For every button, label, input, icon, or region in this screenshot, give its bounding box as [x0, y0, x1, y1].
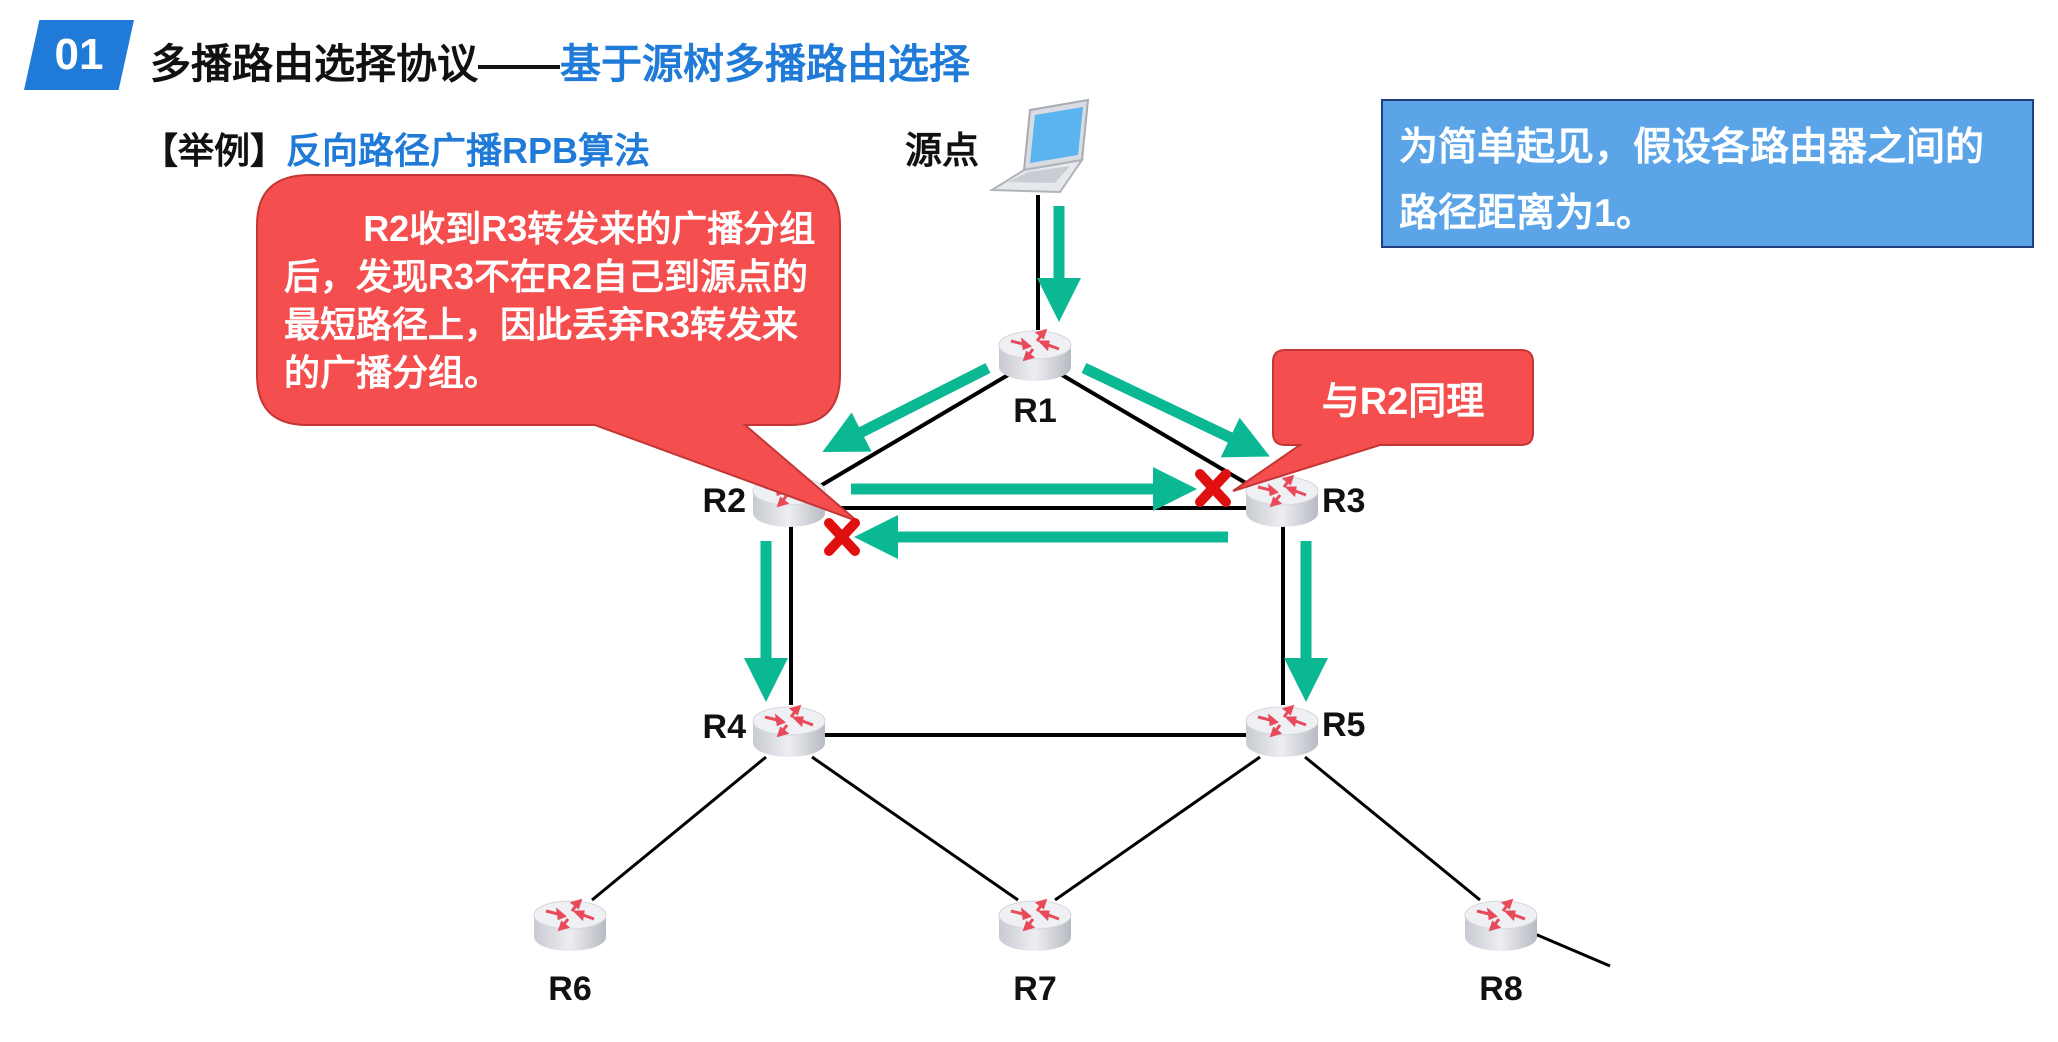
- discard-x-icon-r2: [824, 518, 860, 556]
- router-label-r8: R8: [1479, 970, 1522, 1008]
- router-label-r2: R2: [703, 482, 746, 520]
- callout-r3-bubble: [1232, 349, 1534, 492]
- arrow-r1-to-r3: [1081, 363, 1270, 458]
- laptop-icon: [988, 98, 1090, 194]
- router-label-r5: R5: [1322, 706, 1365, 744]
- link-r4-r7: [811, 755, 1019, 902]
- router-r8: [1463, 899, 1539, 953]
- discard-x-icon-r3: [1195, 469, 1231, 507]
- router-label-r6: R6: [548, 970, 591, 1008]
- router-r6: [532, 899, 608, 953]
- example-title: 反向路径广播RPB算法: [286, 130, 651, 171]
- link-r4-r6: [591, 755, 767, 902]
- source-label: 源点: [905, 130, 979, 171]
- router-label-r4: R4: [703, 708, 747, 746]
- router-label-r3: R3: [1322, 482, 1365, 520]
- example-prefix: 【举例】: [142, 130, 287, 171]
- link-r5-r7: [1054, 755, 1261, 902]
- router-label-r7: R7: [1013, 970, 1056, 1008]
- assumption-note: 为简单起见，假设各路由器之间的路径距离为1。: [1381, 99, 2034, 248]
- callout-r2-text: R2收到R3转发来的广播分组后，发现R3不在R2自己到源点的最短路径上，因此丢弃…: [284, 208, 816, 393]
- link-r1-r2: [813, 373, 1010, 491]
- arrow-r1-to-r2: [822, 363, 991, 452]
- link-r8-out: [1534, 932, 1611, 968]
- router-label-r1: R1: [1013, 392, 1056, 430]
- example-subtitle: 【举例】反向路径广播RPB算法: [142, 122, 650, 174]
- callout-r2-bubble: [256, 174, 858, 522]
- page-title: 多播路由选择协议——基于源树多播路由选择: [150, 30, 970, 90]
- router-r1: [997, 329, 1073, 383]
- callout-r3-text: 与R2同理: [1321, 381, 1485, 423]
- section-badge: 01: [24, 20, 134, 90]
- link-r5-r8: [1304, 755, 1481, 902]
- router-r5: [1244, 705, 1320, 759]
- page-title-accent: 基于源树多播路由选择: [560, 41, 970, 87]
- network-links: [789, 195, 1285, 737]
- router-r7: [997, 899, 1073, 953]
- router-r4: [751, 705, 827, 759]
- page-title-main: 多播路由选择协议——: [150, 41, 560, 87]
